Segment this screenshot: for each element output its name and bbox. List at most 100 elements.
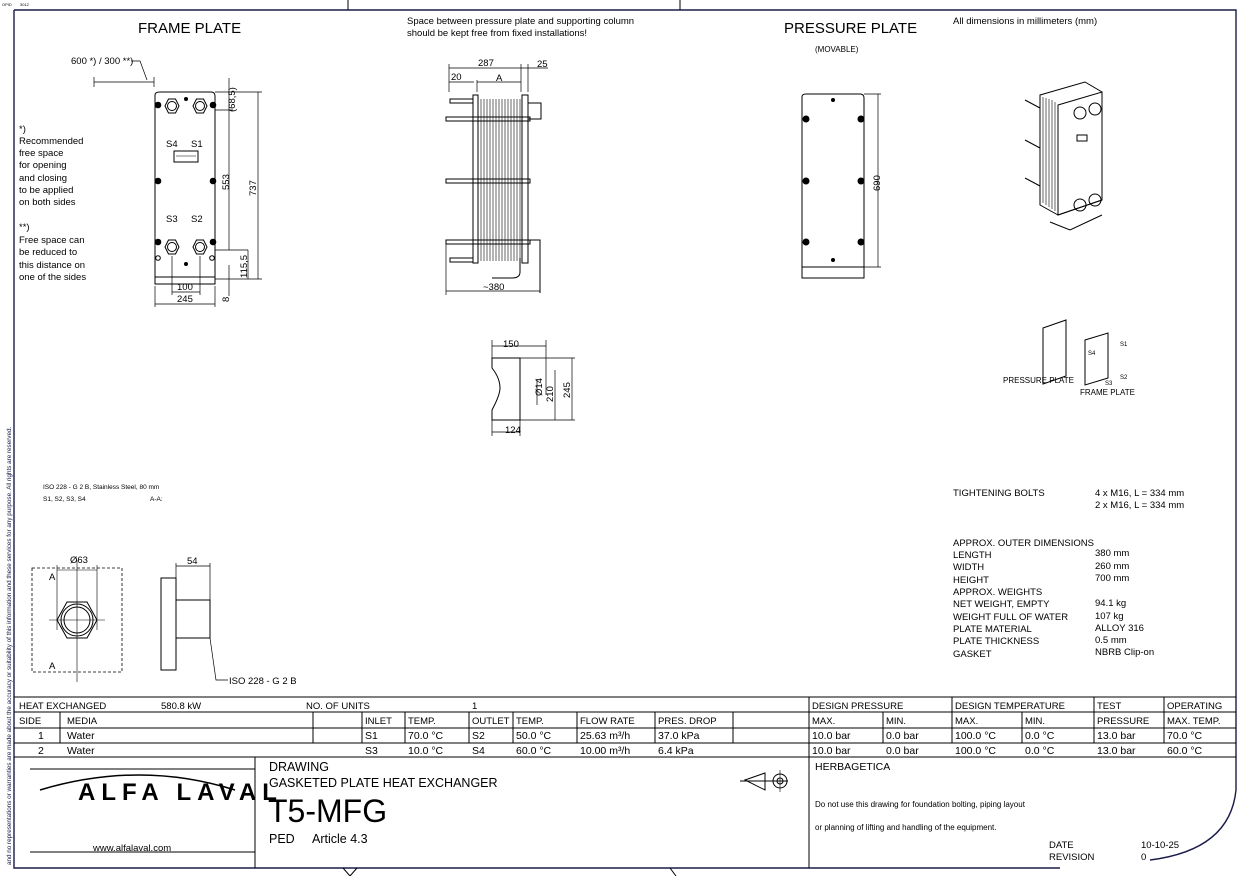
- spec-label: PLATE MATERIAL: [953, 624, 1032, 635]
- spec-label: APPROX. WEIGHTS: [953, 587, 1042, 598]
- plate-orientation-legend: PRESSURE PLATE FRAME PLATE S1 S4 S2 S3: [1003, 319, 1135, 397]
- dim-h1: 210: [545, 386, 556, 402]
- frame-plate-notes: *) Recommended free space for opening an…: [19, 124, 86, 283]
- dim-total: 287: [478, 58, 494, 69]
- table-cell: 70.0 °C: [408, 730, 444, 742]
- dim-bolt: 553: [221, 174, 232, 190]
- drawing-description: GASKETED PLATE HEAT EXCHANGER: [269, 776, 498, 790]
- column-header: PRESSURE: [1097, 716, 1149, 727]
- note-line: and closing: [19, 173, 67, 184]
- table-cell: 100.0 °C: [955, 745, 996, 757]
- column-header: MIN.: [1025, 716, 1045, 727]
- website-link[interactable]: www.alfalaval.com: [92, 843, 171, 854]
- table-cell: 13.0 bar: [1097, 730, 1136, 742]
- note-line: be reduced to: [19, 247, 77, 258]
- copyright-note: and no representations or warranties are…: [6, 427, 13, 865]
- sheet-border: [13, 9, 1237, 869]
- section-mark: A: [49, 572, 56, 583]
- sheet-number: 3012: [20, 2, 30, 7]
- isometric-view-icon: [1024, 81, 1103, 231]
- disclaimer: Do not use this drawing for foundation b…: [815, 800, 1026, 809]
- dim-bracket-bottom: 124: [505, 425, 521, 436]
- note-line: this distance on: [19, 260, 85, 271]
- column-header: MAX. TEMP.: [1167, 716, 1221, 727]
- spec-label: GASKET: [953, 649, 992, 660]
- revision-label: REVISION: [1049, 852, 1095, 863]
- column-header: TEMP.: [408, 716, 436, 727]
- bolts-label: TIGHTENING BOLTS: [953, 488, 1045, 499]
- spec-label: WEIGHT FULL OF WATER: [953, 612, 1068, 623]
- dim-a: A: [496, 73, 503, 84]
- design-pressure-header: DESIGN PRESSURE: [812, 701, 903, 712]
- table-cell: 13.0 bar: [1097, 745, 1136, 757]
- table-cell: 10.0 bar: [812, 730, 851, 742]
- dim-right: 25: [537, 59, 548, 70]
- projection-symbol-icon: [740, 770, 788, 792]
- clearance-dim: 600 *) / 300 **): [71, 56, 133, 67]
- spec-label: PLATE THICKNESS: [953, 636, 1039, 647]
- note-line: Free space can: [19, 235, 84, 246]
- legend-frame-plate: FRAME PLATE: [1080, 388, 1135, 397]
- table-cell: 6.4 kPa: [658, 745, 694, 757]
- clearance-note: should be kept free from fixed installat…: [407, 28, 587, 39]
- design-temperature-header: DESIGN TEMPERATURE: [955, 701, 1065, 712]
- sheet-code: OPID: [2, 2, 12, 7]
- bolts-value: 4 x M16, L = 334 mm: [1095, 488, 1184, 499]
- column-header: OUTLET: [472, 716, 510, 727]
- connection-ports: S1, S2, S3, S4: [43, 496, 86, 503]
- spec-value: ALLOY 316: [1095, 623, 1144, 634]
- table-cell: S1: [365, 730, 378, 742]
- table-cell: 70.0 °C: [1167, 730, 1203, 742]
- spec-label: NET WEIGHT, EMPTY: [953, 599, 1050, 610]
- note-line: **): [19, 222, 30, 233]
- table-cell: 0.0 °C: [1025, 730, 1055, 742]
- table-cell: 25.63 m³/h: [580, 730, 630, 742]
- frame-plate-title: FRAME PLATE: [138, 20, 241, 37]
- heat-exchanged-label: HEAT EXCHANGED: [19, 701, 106, 712]
- test-header: TEST: [1097, 701, 1121, 712]
- tightening-bolts: [445, 98, 542, 293]
- spec-value: 700 mm: [1095, 573, 1129, 584]
- column-header: PRES. DROP: [658, 716, 717, 727]
- spec-label: HEIGHT: [953, 575, 989, 586]
- alfa-laval-logo: ALFA LAVAL: [39, 774, 283, 806]
- spec-label: WIDTH: [953, 562, 984, 573]
- pressure-plate-subtitle: (MOVABLE): [815, 45, 859, 54]
- table-cell: S4: [472, 745, 485, 757]
- note-line: for opening: [19, 160, 67, 171]
- customer-name: HERBAGETICA: [815, 761, 890, 773]
- table-cell: 60.0 °C: [1167, 745, 1203, 757]
- port-label-s3: S3: [166, 214, 178, 225]
- port-icon: [164, 98, 208, 255]
- dim-left: 20: [451, 72, 462, 83]
- date-label: DATE: [1049, 840, 1074, 851]
- drawing-label: DRAWING: [269, 760, 329, 774]
- section-mark: A: [49, 661, 56, 672]
- spec-value: 0.5 mm: [1095, 635, 1127, 646]
- dim-diameter: Ø63: [70, 555, 88, 566]
- logo-text: ALFA LAVAL: [78, 779, 283, 806]
- dim-width: 245: [177, 294, 193, 305]
- table-cell: 0.0 bar: [886, 745, 919, 757]
- bolt-holes: [802, 98, 865, 262]
- support-foot-view: 150 Ø14 210 245 124: [491, 339, 575, 436]
- table-cell: 10.00 m³/h: [580, 745, 630, 757]
- dim-depth: 54: [187, 556, 198, 567]
- frame-plate-view: FRAME PLATE 600 *) / 300 **) S4 S1 S3 S2…: [19, 20, 262, 307]
- spec-value: 380 mm: [1095, 548, 1129, 559]
- table-cell: 0.0 °C: [1025, 745, 1055, 757]
- dim-height: 737: [248, 180, 259, 196]
- dim-h2: 245: [562, 382, 573, 398]
- units-label: NO. OF UNITS: [306, 701, 370, 712]
- column-header: INLET: [365, 716, 392, 727]
- port-label-s1: S1: [191, 139, 203, 150]
- legend-port: S3: [1105, 381, 1113, 387]
- dim-height: 690: [872, 175, 883, 191]
- column-header: FLOW RATE: [580, 716, 635, 727]
- revision-value: 0: [1141, 852, 1146, 863]
- units-note: All dimensions in millimeters (mm): [953, 16, 1097, 27]
- column-header: MEDIA: [67, 716, 98, 727]
- column-header: MAX.: [812, 716, 835, 727]
- table-cell: 10.0 bar: [812, 745, 851, 757]
- title-block: ALFA LAVAL www.alfalaval.com DRAWING GAS…: [30, 757, 1179, 868]
